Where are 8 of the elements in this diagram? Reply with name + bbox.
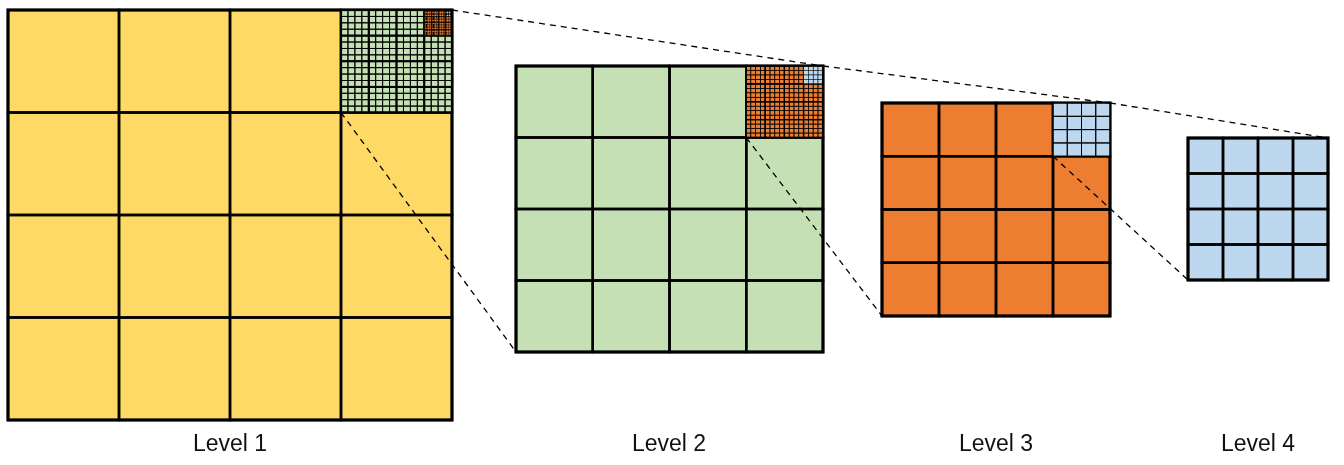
zoom-line [745, 136, 883, 317]
level-label: Level 1 [192, 430, 268, 458]
zoomed-cell [1053, 103, 1110, 157]
level-label: Level 3 [958, 430, 1034, 458]
level-label: Level 2 [631, 430, 707, 458]
zoomed-cell [746, 66, 823, 138]
zoomed-cell [341, 10, 452, 113]
level-label: Level 4 [1220, 430, 1296, 458]
